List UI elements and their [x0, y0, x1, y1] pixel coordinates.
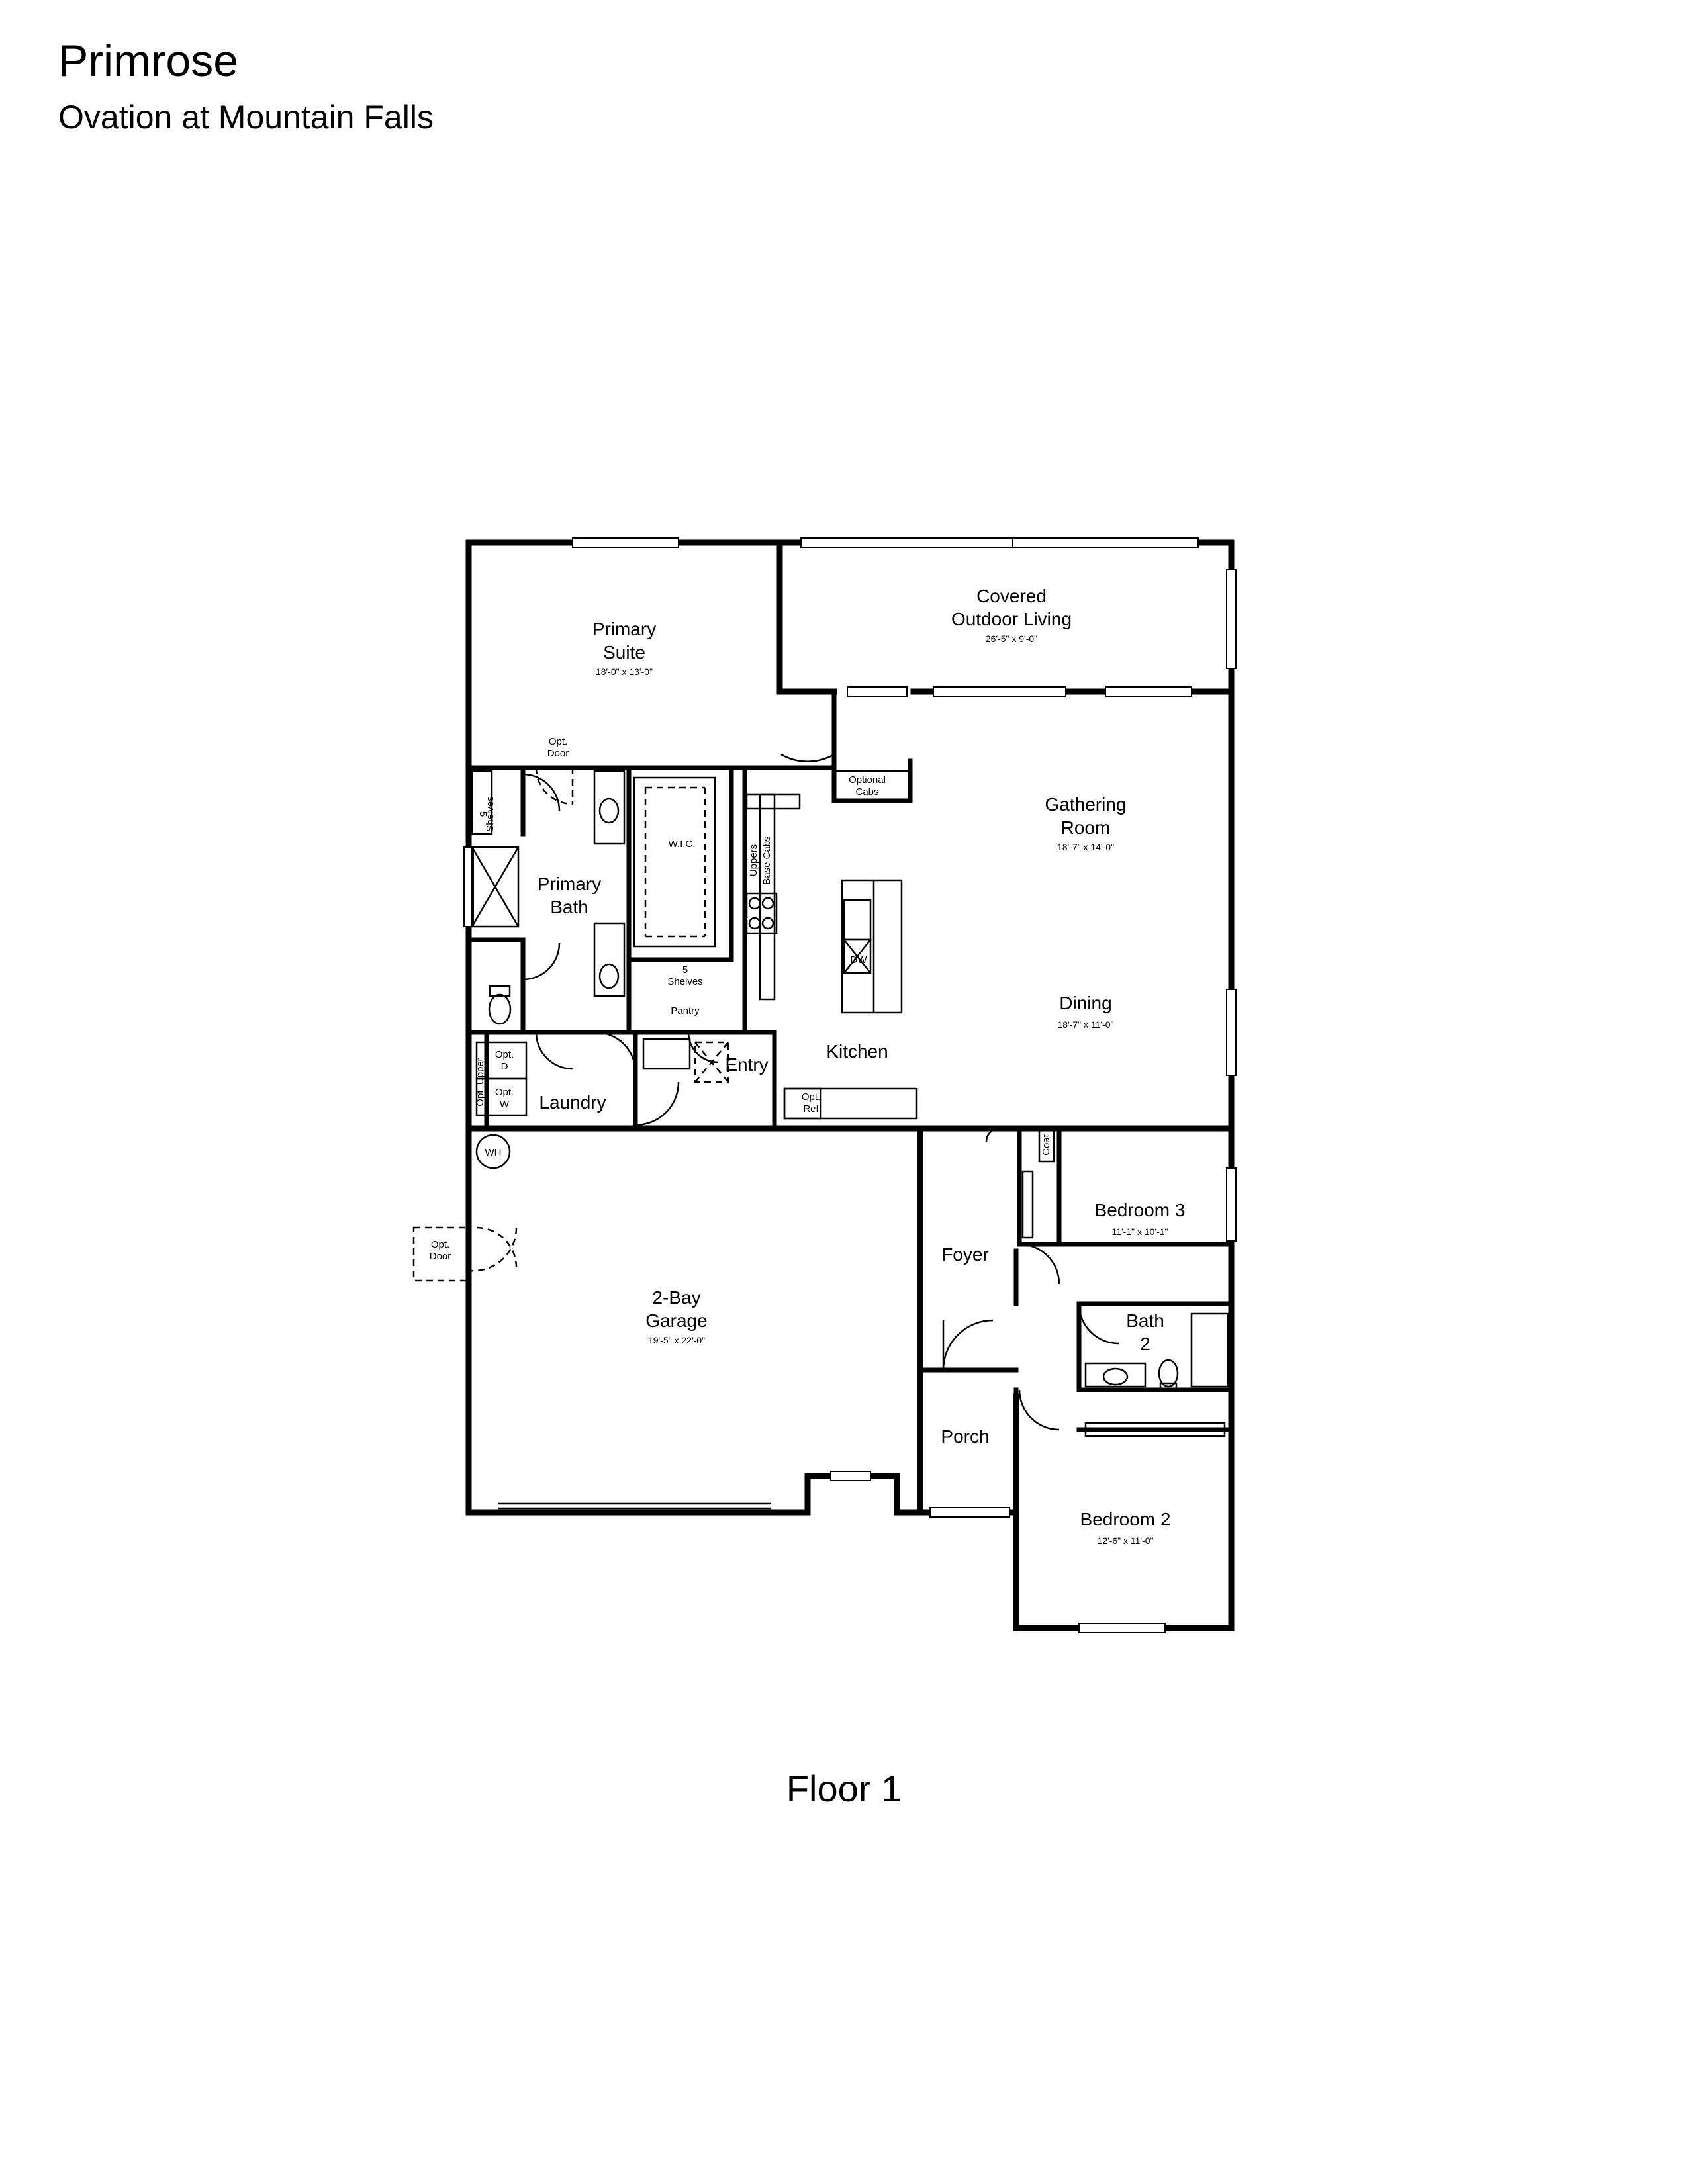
uppers-note: Uppers — [748, 844, 759, 876]
foyer-label: Foyer — [941, 1244, 989, 1265]
optional-cabs-note-2: Cabs — [855, 786, 878, 797]
opt-door-garage-note-2: Door — [430, 1251, 451, 1262]
shelves-pantry-note-1: 5 — [682, 964, 688, 976]
bath2-label-2: 2 — [1140, 1334, 1150, 1354]
community-subtitle: Ovation at Mountain Falls — [58, 99, 434, 136]
primary-suite-dims: 18'-0" x 13'-0" — [596, 666, 653, 677]
entry-label: Entry — [725, 1054, 768, 1075]
primary-suite-label-1: Primary — [592, 619, 656, 639]
coat-note: Coat — [1041, 1134, 1052, 1156]
windows — [463, 537, 1237, 1633]
primary-bath-label-1: Primary — [538, 874, 601, 894]
opt-washer-note-2: W — [500, 1099, 510, 1110]
covered-outdoor-label-1: Covered — [976, 586, 1047, 606]
dining-dims: 18'-7" x 11'-0" — [1057, 1019, 1113, 1030]
kitchen-label: Kitchen — [826, 1041, 888, 1062]
opt-ref-note-1: Opt. — [802, 1091, 820, 1103]
doors — [412, 702, 1119, 1431]
porch-label: Porch — [941, 1426, 989, 1447]
wh-note: WH — [485, 1147, 502, 1158]
opt-upper-note: Opt. Upper — [475, 1058, 486, 1106]
opt-door-garage-note-1: Opt. — [431, 1239, 449, 1250]
garage-label-2: Garage — [645, 1310, 707, 1331]
opt-washer-note-1: Opt. — [495, 1087, 514, 1098]
pantry-label: Pantry — [671, 1005, 700, 1017]
shelves-pantry-note-2: Shelves — [667, 976, 702, 987]
exterior-walls — [465, 539, 1235, 1631]
covered-outdoor-dims: 26'-5" x 9'-0" — [986, 633, 1037, 644]
garage-dims: 19'-5" x 22'-0" — [648, 1335, 705, 1345]
fixtures — [471, 770, 1229, 1437]
bedroom3-label: Bedroom 3 — [1095, 1200, 1186, 1220]
dining-label: Dining — [1059, 993, 1111, 1013]
base-cabs-note: Base Cabs — [761, 836, 773, 884]
room-labels: Primary Suite 18'-0" x 13'-0" Covered Ou… — [538, 586, 1186, 1546]
plan-notes: Opt. Door Optional Cabs 5 Shelves 5 Shel… — [430, 736, 1052, 1262]
gathering-dims: 18'-7" x 14'-0" — [1057, 842, 1114, 852]
shelves-bath-note-2: Shelves — [485, 796, 496, 831]
bedroom2-dims: 12'-6" x 11'-0" — [1097, 1535, 1153, 1546]
optional-cabs-note-1: Optional — [849, 774, 886, 786]
covered-outdoor-label-2: Outdoor Living — [951, 609, 1072, 629]
opt-dryer-note-2: D — [501, 1061, 508, 1072]
opt-ref-note-2: Ref — [803, 1103, 819, 1115]
gathering-label-1: Gathering — [1045, 794, 1127, 815]
garage-label-1: 2-Bay — [652, 1287, 700, 1308]
primary-suite-label-2: Suite — [603, 642, 645, 662]
plan-title: Primrose — [58, 36, 239, 86]
laundry-label: Laundry — [539, 1092, 606, 1113]
bath2-label-1: Bath — [1126, 1310, 1164, 1331]
gathering-label-2: Room — [1061, 817, 1111, 838]
opt-door-suite-note-1: Opt. — [549, 736, 567, 747]
shelves-bath-note-1: 5 — [477, 811, 489, 817]
opt-dryer-note-1: Opt. — [495, 1049, 514, 1060]
wic-label: W.I.C. — [669, 839, 696, 850]
primary-bath-label-2: Bath — [550, 897, 588, 917]
bedroom3-dims: 11'-1" x 10'-1" — [1111, 1226, 1168, 1237]
floor-label: Floor 1 — [786, 1768, 902, 1809]
interior-walls — [466, 689, 1234, 1432]
opt-door-suite-note-2: Door — [547, 748, 569, 759]
dw-note: DW — [851, 954, 868, 966]
bedroom2-label: Bedroom 2 — [1080, 1509, 1171, 1529]
